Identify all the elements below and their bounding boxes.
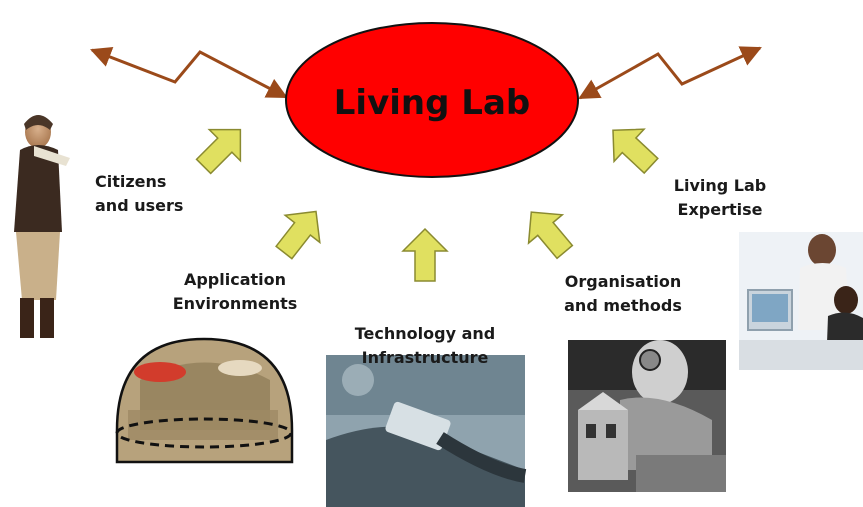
- street-scene-dome-image: [115, 337, 294, 464]
- arrow-expertise: [612, 128, 659, 175]
- technology-label: Technology and Infrastructure: [340, 322, 510, 370]
- application-label: Application Environments: [160, 268, 310, 316]
- network-cable-image: [326, 355, 527, 507]
- citizens-label-line2: and users: [95, 196, 184, 215]
- living-lab-title: Living Lab: [334, 83, 530, 123]
- arrow-organisation: [527, 211, 574, 260]
- citizens-label-line1: Citizens: [95, 172, 167, 191]
- craftsman-with-magnifier-image: [568, 340, 726, 492]
- aviator-person-image: [14, 115, 70, 338]
- citizens-label: Citizens and users: [95, 170, 183, 218]
- organisation-label-line2: and methods: [564, 296, 682, 315]
- office-team-image: [739, 232, 863, 370]
- technology-label-line1: Technology and: [354, 324, 496, 343]
- organisation-label: Organisation and methods: [548, 270, 698, 318]
- technology-label-line2: Infrastructure: [361, 348, 489, 367]
- expertise-label-line1: Living Lab: [673, 176, 767, 195]
- expertise-label-line2: Expertise: [677, 200, 763, 219]
- arrow-citizens: [195, 128, 242, 175]
- arrow-application: [275, 210, 321, 260]
- organisation-label-line1: Organisation: [564, 272, 682, 291]
- application-label-line1: Application: [183, 270, 287, 289]
- application-label-line2: Environments: [172, 294, 298, 313]
- arrow-technology: [401, 227, 449, 282]
- right-lightning-arrow: [578, 46, 762, 100]
- expertise-label: Living Lab Expertise: [660, 174, 780, 222]
- living-lab-ellipse: [285, 22, 579, 178]
- left-lightning-arrow: [90, 47, 288, 99]
